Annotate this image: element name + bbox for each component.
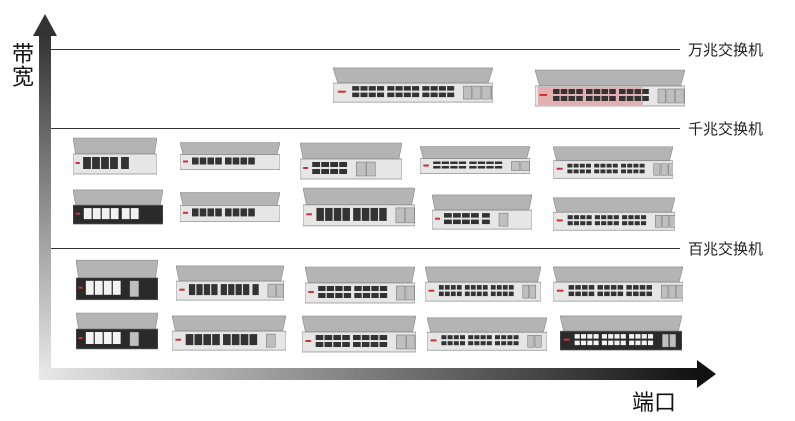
y-axis-arrow	[33, 14, 57, 36]
network-switch-image	[553, 265, 683, 303]
x-axis-arrow	[697, 360, 716, 388]
y-axis-label: 带宽	[8, 42, 33, 88]
network-switch-image	[553, 196, 675, 232]
network-switch-image	[73, 136, 157, 176]
network-switch-image	[76, 258, 158, 302]
tier-line-1g	[51, 128, 680, 129]
network-switch-image	[425, 265, 541, 303]
y-axis	[39, 34, 51, 374]
tier-label-100m: 百兆交换机	[688, 240, 764, 258]
network-switch-image	[333, 66, 493, 104]
tier-label-10g: 万兆交换机	[688, 41, 764, 59]
network-switch-image	[305, 265, 415, 305]
network-switch-image	[172, 314, 286, 352]
network-switch-image	[420, 145, 530, 175]
network-switch-image	[300, 141, 402, 181]
network-switch-image	[427, 316, 547, 352]
tier-label-1g: 千兆交换机	[688, 120, 764, 138]
network-switch-image	[560, 314, 682, 352]
network-switch-image	[73, 188, 163, 226]
tier-line-10g	[51, 49, 680, 50]
x-axis-label: 端口	[632, 391, 677, 416]
network-switch-image	[432, 193, 532, 231]
network-switch-image	[303, 186, 415, 228]
network-switch-image	[535, 68, 685, 108]
tier-line-100m	[51, 248, 680, 249]
network-switch-image	[180, 141, 280, 171]
x-axis	[39, 368, 699, 380]
network-switch-image	[176, 264, 284, 302]
network-switch-image	[302, 314, 416, 354]
network-switch-image	[76, 311, 158, 351]
network-switch-image	[180, 191, 280, 223]
network-switch-image	[553, 145, 673, 180]
